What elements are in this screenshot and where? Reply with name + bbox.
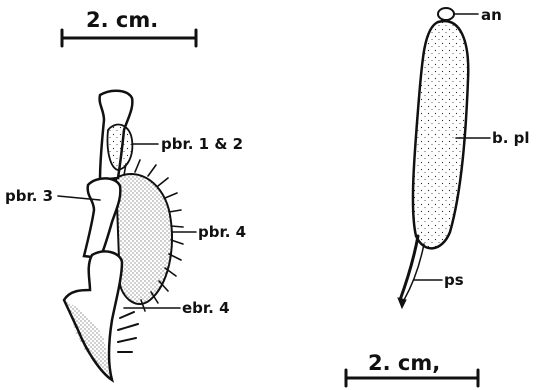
body-plate (413, 21, 468, 248)
label-pbr12: pbr. 1 & 2 (132, 135, 243, 153)
label-ps: ps (414, 271, 464, 289)
left-scale-label: 2. cm. (86, 8, 158, 32)
svg-text:b. pl: b. pl (492, 129, 530, 147)
label-bpl: b. pl (456, 129, 530, 147)
svg-text:an: an (481, 6, 502, 24)
spiny-mass (116, 160, 183, 311)
label-pbr3: pbr. 3 (5, 187, 100, 205)
right-scale-label: 2. cm, (368, 351, 440, 375)
svg-text:ps: ps (444, 271, 464, 289)
label-an: an (454, 6, 502, 24)
right-scale-bar: 2. cm, (346, 351, 478, 386)
bone-middle (84, 178, 120, 258)
left-scale-bar: 2. cm. (62, 8, 196, 46)
svg-text:pbr. 3: pbr. 3 (5, 187, 53, 205)
anal-opening (438, 8, 454, 20)
svg-text:ebr. 4: ebr. 4 (182, 299, 230, 317)
svg-text:pbr. 4: pbr. 4 (198, 223, 246, 241)
svg-text:pbr. 1 & 2: pbr. 1 & 2 (161, 135, 243, 153)
label-pbr4: pbr. 4 (172, 223, 246, 241)
pouch-drawing (398, 8, 468, 308)
